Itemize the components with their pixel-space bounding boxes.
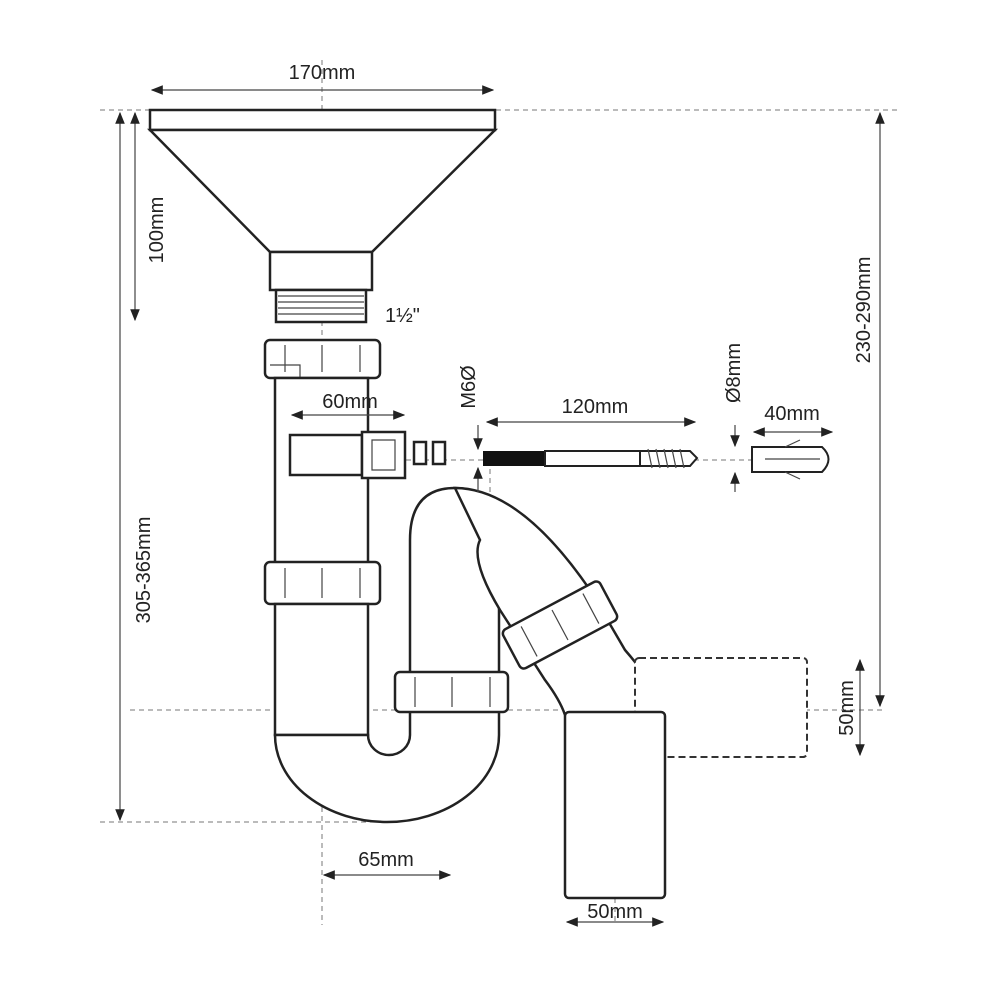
alt-horizontal-outlet [634,657,808,758]
outlet-height-label: 230-290mm [853,257,875,364]
angled-nut [501,580,619,670]
plug-diameter-label: Ø8mm [723,343,745,403]
lower-nut [263,560,382,606]
upper-nut [263,338,382,386]
bracket-offset-label: 60mm [322,391,378,413]
funnel-width-label: 170mm [289,62,356,84]
funnel [147,108,499,324]
trap-offset-label: 65mm [358,849,414,871]
dimension-lines [115,85,885,927]
screw-thread-label: M6Ø [458,365,480,408]
wall-plug [751,439,830,480]
outlet-pipe-diameter-label: 50mm [587,901,643,923]
plug-length-label: 40mm [764,403,820,425]
screw-length-label: 120mm [562,396,629,418]
outlet-diameter-label: 50mm [836,680,858,736]
total-height-label: 305-365mm [133,517,155,624]
screw [483,448,699,469]
inlet-pipe [273,602,370,737]
funnel-height-label: 100mm [146,197,168,264]
vertical-outlet-pipe [563,710,667,900]
wall-bracket [288,430,447,480]
thread-size-label: 1½" [385,305,420,327]
